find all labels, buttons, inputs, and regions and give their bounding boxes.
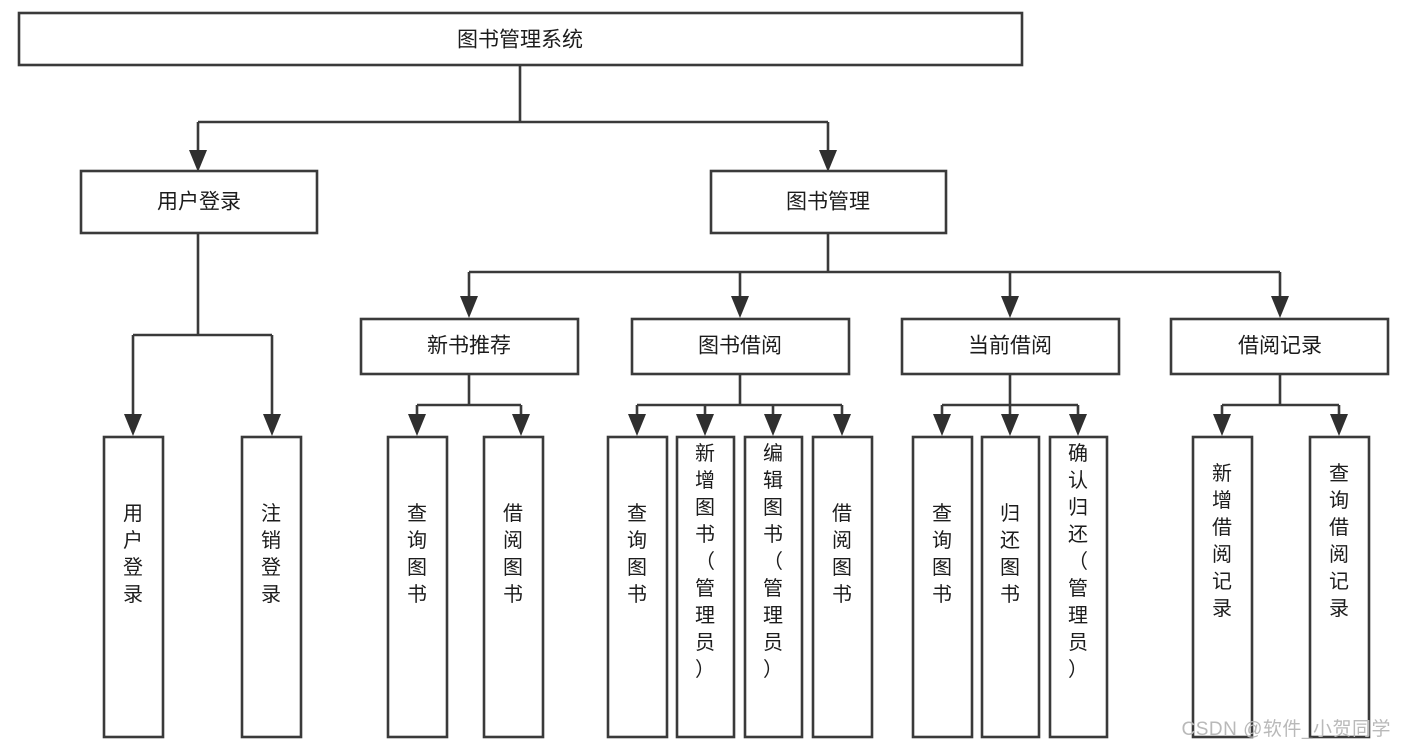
node-leaf-borrow-book-1-box[interactable]	[482, 435, 545, 739]
arrow-to-leaf-borrow-book-2	[833, 414, 851, 436]
node-leaf-add-book-box[interactable]	[675, 435, 736, 739]
node-leaf-query-book-3[interactable]: 查询图书	[911, 435, 974, 739]
node-leaf-query-book-3-label: 查询图书	[932, 502, 952, 606]
node-leaf-query-book-2[interactable]: 查询图书	[606, 435, 669, 739]
arrow-to-leaf-query-book-1	[408, 414, 426, 436]
edge-book-borrow-bus	[635, 374, 844, 422]
edge-borrow-record-bus	[1220, 374, 1341, 422]
node-root[interactable]: 图书管理系统	[17, 11, 1024, 67]
arrow-to-leaf-confirm-return	[1069, 414, 1087, 436]
node-leaf-query-book-2-label: 查询图书	[627, 502, 647, 606]
node-leaf-query-book-1[interactable]: 查询图书	[386, 435, 449, 739]
node-leaf-confirm-return-box[interactable]	[1048, 435, 1109, 739]
node-user-login[interactable]: 用户登录	[79, 169, 319, 235]
node-leaf-query-book-1-label: 查询图书	[407, 502, 427, 606]
node-leaf-borrow-book-1-label: 借阅图书	[503, 502, 523, 606]
edge-current-borrow-bus	[940, 374, 1080, 422]
node-root-label: 图书管理系统	[457, 29, 583, 52]
arrow-to-leaf-add-book	[696, 414, 714, 436]
node-leaf-return-book-label: 归还图书	[1000, 502, 1020, 606]
node-leaf-edit-book-box[interactable]	[743, 435, 804, 739]
edge-book-manage-bus	[467, 233, 1282, 304]
node-book-borrow[interactable]: 图书借阅	[630, 317, 851, 376]
node-new-book-rec-box[interactable]	[359, 317, 580, 376]
node-user-login-label: 用户登录	[157, 191, 241, 214]
node-leaf-add-record[interactable]: 新增借阅记录	[1191, 435, 1254, 739]
edge-user-login-bus	[131, 233, 274, 422]
arrow-to-borrow-record	[1271, 296, 1289, 318]
arrow-to-user-login	[189, 150, 207, 172]
node-leaf-query-book-3-box[interactable]	[911, 435, 974, 739]
arrow-to-book-borrow	[731, 296, 749, 318]
node-book-manage-box[interactable]	[709, 169, 948, 235]
arrow-to-leaf-borrow-book-1	[512, 414, 530, 436]
node-current-borrow-label: 当前借阅	[968, 335, 1052, 358]
node-user-login-box[interactable]	[79, 169, 319, 235]
node-new-book-rec-label: 新书推荐	[427, 335, 511, 358]
node-borrow-record[interactable]: 借阅记录	[1169, 317, 1390, 376]
node-leaf-logout-label: 注销登录	[261, 502, 281, 606]
node-leaf-user-login-box[interactable]	[102, 435, 165, 739]
node-leaf-add-book-label: 新增图书（管理员）	[695, 442, 715, 681]
node-leaf-add-record-box[interactable]	[1191, 435, 1254, 739]
node-leaf-confirm-return-label: 确认归还（管理员）	[1068, 442, 1088, 681]
node-leaf-borrow-book-2-box[interactable]	[811, 435, 874, 739]
edge-root-bus	[196, 65, 830, 158]
edge-new-book-rec-bus	[415, 374, 523, 422]
node-leaf-query-record-label: 查询借阅记录	[1329, 462, 1349, 620]
connector-layer	[124, 65, 1348, 436]
node-root-box[interactable]	[17, 11, 1024, 67]
node-leaf-logout-box[interactable]	[240, 435, 303, 739]
arrow-to-leaf-query-book-2	[628, 414, 646, 436]
node-book-manage-label: 图书管理	[786, 191, 870, 214]
node-leaf-return-book[interactable]: 归还图书	[980, 435, 1041, 739]
node-leaf-query-book-1-box[interactable]	[386, 435, 449, 739]
node-leaf-logout[interactable]: 注销登录	[240, 435, 303, 739]
node-leaf-add-book[interactable]: 新增图书（管理员）	[675, 435, 736, 739]
node-leaf-edit-book[interactable]: 编辑图书（管理员）	[743, 435, 804, 739]
node-leaf-query-record-box[interactable]	[1308, 435, 1371, 739]
arrow-to-leaf-edit-book	[764, 414, 782, 436]
arrow-to-leaf-query-record	[1330, 414, 1348, 436]
arrow-to-leaf-user-login	[124, 414, 142, 436]
arrow-to-leaf-query-book-3	[933, 414, 951, 436]
node-leaf-user-login[interactable]: 用户登录	[102, 435, 165, 739]
node-borrow-record-label: 借阅记录	[1238, 335, 1322, 358]
node-leaf-borrow-book-1[interactable]: 借阅图书	[482, 435, 545, 739]
node-leaf-borrow-book-2-label: 借阅图书	[832, 502, 852, 606]
arrow-to-leaf-logout	[263, 414, 281, 436]
node-leaf-confirm-return[interactable]: 确认归还（管理员）	[1048, 435, 1109, 739]
arrow-to-leaf-return-book	[1001, 414, 1019, 436]
arrow-to-leaf-add-record	[1213, 414, 1231, 436]
node-leaf-borrow-book-2[interactable]: 借阅图书	[811, 435, 874, 739]
node-current-borrow[interactable]: 当前借阅	[900, 317, 1121, 376]
node-book-borrow-box[interactable]	[630, 317, 851, 376]
arrow-to-new-book-rec	[460, 296, 478, 318]
node-leaf-user-login-label: 用户登录	[123, 503, 143, 606]
node-leaf-add-record-label: 新增借阅记录	[1212, 462, 1232, 620]
node-leaf-query-record[interactable]: 查询借阅记录	[1308, 435, 1371, 739]
arrow-to-book-manage	[819, 150, 837, 172]
node-current-borrow-box[interactable]	[900, 317, 1121, 376]
node-book-borrow-label: 图书借阅	[698, 335, 782, 358]
node-borrow-record-box[interactable]	[1169, 317, 1390, 376]
node-leaf-query-book-2-box[interactable]	[606, 435, 669, 739]
node-leaf-edit-book-label: 编辑图书（管理员）	[763, 442, 783, 681]
node-new-book-rec[interactable]: 新书推荐	[359, 317, 580, 376]
arrow-to-current-borrow	[1001, 296, 1019, 318]
node-leaf-return-book-box[interactable]	[980, 435, 1041, 739]
node-book-manage[interactable]: 图书管理	[709, 169, 948, 235]
